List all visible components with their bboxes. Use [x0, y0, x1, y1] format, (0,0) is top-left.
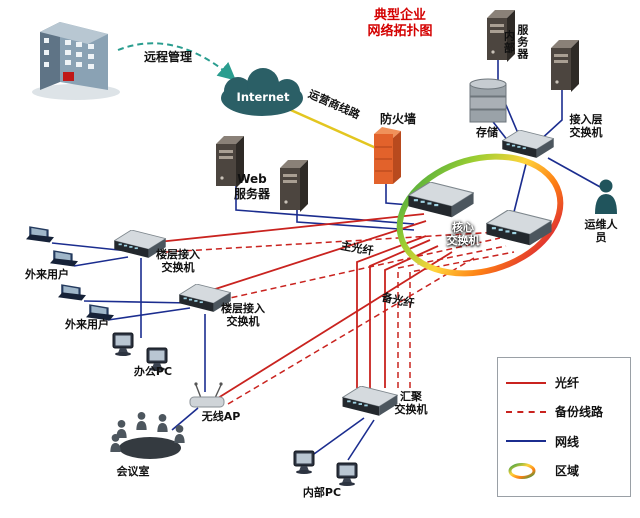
- building-icon: [32, 22, 120, 100]
- legend-label: 区域: [555, 464, 580, 479]
- fiber-line-sample: [506, 381, 546, 384]
- web-server-2-icon: [280, 160, 308, 212]
- backup-line-sample: [506, 410, 546, 413]
- lan-line-sample: [506, 440, 546, 443]
- storage-icon: [469, 78, 507, 123]
- backup-lines: [165, 231, 515, 405]
- wireless-ap-icon: [189, 382, 225, 408]
- legend-item-zone: 区域: [506, 462, 622, 480]
- internal-server-1-icon: [487, 10, 515, 62]
- zone-ring-sample: [508, 462, 536, 479]
- legend-item-backup: 备份线路: [506, 403, 622, 420]
- core-zone-ring: [396, 153, 564, 277]
- legend: 光纤 备份线路 网线 区域: [497, 357, 631, 497]
- web-server-1-icon: [216, 136, 244, 188]
- firewall-icon: [374, 127, 401, 184]
- lan-lines: [51, 58, 603, 461]
- aggregation-switch-icon: [342, 386, 398, 417]
- external-laptop-2-icon: [50, 250, 78, 267]
- legend-label: 备份线路: [555, 405, 604, 420]
- carrier-line: [283, 105, 377, 150]
- external-laptop-4-icon: [86, 304, 114, 321]
- floor-switch-1-icon: [114, 230, 166, 259]
- external-laptop-3-icon: [58, 284, 86, 301]
- internet-cloud-icon: [221, 68, 303, 116]
- external-laptop-1-icon: [26, 226, 54, 243]
- legend-label: 网线: [555, 434, 580, 449]
- remote-mgmt-arrow: [117, 42, 237, 81]
- internal-server-2-icon: [551, 40, 579, 92]
- legend-label: 光纤: [555, 376, 580, 391]
- meeting-room-icon: [110, 412, 185, 459]
- legend-item-fiber: 光纤: [506, 374, 622, 391]
- legend-item-lan: 网线: [506, 433, 622, 450]
- office-pc-1-icon: [112, 332, 134, 356]
- internal-pc-1-icon: [293, 450, 315, 474]
- ops-person-icon: [595, 179, 617, 214]
- internal-pc-2-icon: [336, 462, 358, 486]
- office-pc-2-icon: [146, 347, 168, 371]
